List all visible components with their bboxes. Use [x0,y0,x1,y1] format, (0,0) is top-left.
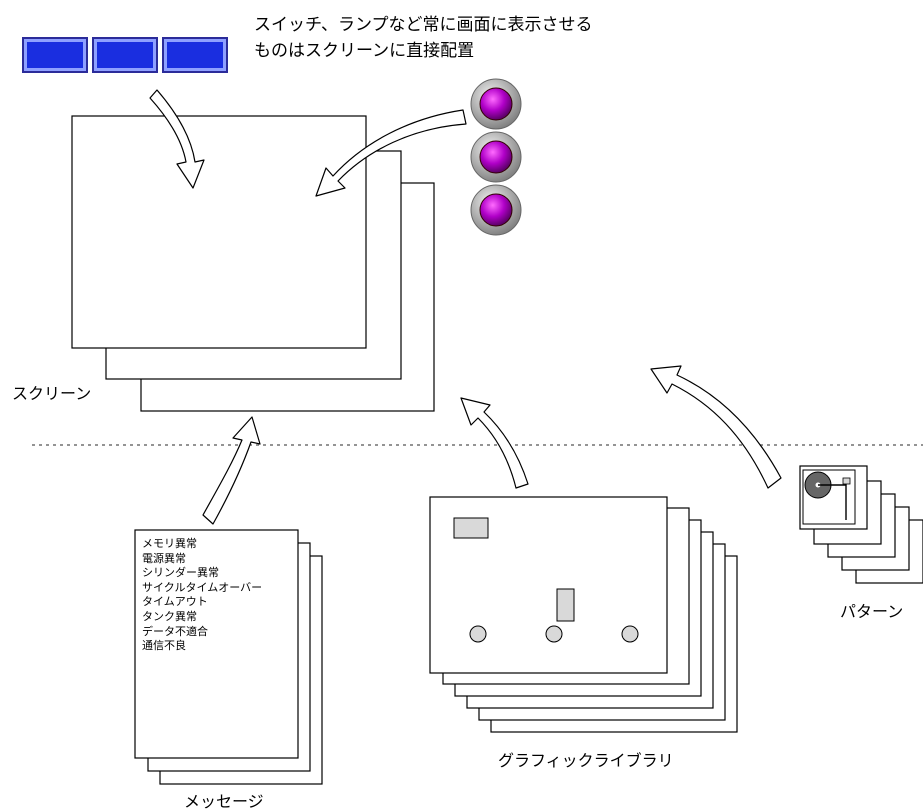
annotation-line-1: スイッチ、ランプなど常に画面に表示させる [254,15,593,35]
message-item: メモリ異常 [142,537,197,550]
arrow-library-to-screen [460,397,529,489]
message-label: メッセージ [184,792,264,811]
lamp-1 [470,78,522,130]
library-part-tall [556,588,575,622]
pattern-label: パターン [840,602,904,621]
lamp-3 [470,184,522,236]
message-list: メモリ異常 電源異常 シリンダー異常 サイクルタイムオーバー タイムアウト タン… [142,537,262,654]
graphic-library-label: グラフィックライブラリ [498,751,674,770]
message-item: データ不適合 [142,624,208,638]
library-part-rect [453,517,489,539]
switch-button-1 [22,37,88,73]
screen-label: スクリーン [12,384,92,403]
library-part-circle-2 [545,625,563,643]
screen-sheet-1 [71,115,367,349]
library-part-circle-3 [621,625,639,643]
arrow-lamp-to-screen [315,109,467,197]
message-item: サイクルタイムオーバー [142,580,263,594]
arrow-pattern-to-screen [650,365,782,489]
turntable-icon [802,469,856,525]
message-item: シリンダー異常 [142,566,219,580]
message-item: 通信不良 [142,639,186,653]
message-item: 電源異常 [142,551,186,565]
switch-button-2 [92,37,158,73]
annotation-line-2: ものはスクリーンに直接配置 [254,41,475,61]
lamp-2 [470,131,522,183]
library-part-circle-1 [469,625,487,643]
message-item: タイムアウト [142,595,208,609]
arrow-message-to-screen [202,416,261,525]
message-item: タンク異常 [142,609,197,623]
arrow-switch-to-screen [149,89,205,189]
message-sheet-1 [134,529,299,759]
switch-button-3 [162,37,228,73]
